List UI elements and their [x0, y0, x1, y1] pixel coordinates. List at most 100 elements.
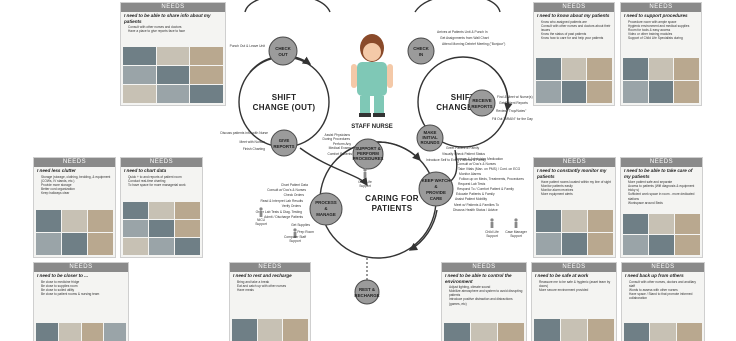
- caring-label-2: PATIENTS: [372, 204, 413, 213]
- card-photo: [536, 81, 561, 103]
- card-item: Introduce positive distraction and distr…: [449, 297, 523, 305]
- card-photo: [561, 58, 587, 80]
- node-check-in: CHECK IN: [407, 37, 435, 65]
- node-check-in-l2: IN: [419, 52, 423, 57]
- card-photo: [675, 214, 700, 234]
- shift-change-in-cycle: SHIFT CHANGE (IN): [417, 56, 513, 148]
- node-keep-watch-l1: KEEP WATCH: [422, 178, 451, 183]
- ann-support-2: Perform Any: [333, 142, 351, 146]
- card-photo: [156, 66, 190, 84]
- card-photo: [81, 323, 104, 341]
- card-photo: [675, 235, 700, 255]
- card-photo-grid: [36, 323, 126, 341]
- ann-support-4: Comfort Patients: [327, 152, 352, 156]
- card-photo-grid: [624, 323, 702, 341]
- card-photo: [88, 233, 113, 255]
- card-list: Be close to medicine fridge Be close to …: [34, 280, 128, 296]
- card-list: Quick + to and reports of patient room C…: [121, 175, 202, 187]
- card-item: Keep hallways clear: [41, 191, 112, 195]
- node-keep-watch: KEEP WATCH & PROVIDE CARE: [418, 171, 454, 207]
- support-case-manager-l1: Case Manager: [505, 230, 528, 234]
- support-child-life-2-l1: Child Life: [485, 230, 499, 234]
- card-photo: [149, 238, 174, 255]
- node-make-rounds-l3: ROUNDS: [420, 140, 439, 145]
- node-make-rounds: MAKE INITIAL ROUNDS: [416, 124, 444, 152]
- card-item: Have patient rooms located within my lin…: [541, 180, 612, 184]
- ann-check-in-0: Arrives at Patients Unit & Punch In: [437, 30, 488, 34]
- card-photo: [498, 323, 524, 341]
- card-item: Consult with other nurses and doctors ab…: [541, 24, 611, 32]
- node-rest-recharge: REST & RECHARGE: [354, 258, 380, 305]
- card-photo: [649, 214, 674, 234]
- ann-give-reports-1: Meet with Nurses: [240, 140, 266, 144]
- card-item: Know how to care for and help your patie…: [541, 36, 611, 40]
- card-item: Hygienic environment and medical supplie…: [628, 24, 698, 28]
- ann-kw-0: Prepare & Administer Medication: [455, 157, 503, 161]
- needs-card-share-info: NEEDS I need to be able to share info ab…: [120, 2, 226, 106]
- card-header: NEEDS: [230, 263, 310, 272]
- ann-process-5: Order Lab Tests & Diag. Testing: [256, 210, 303, 214]
- card-item: Consult with other nurses and doctors: [128, 25, 222, 29]
- card-item: More secure environment provided: [539, 288, 613, 292]
- card-item: Room for tools & easy access: [628, 28, 698, 32]
- card-photo: [471, 323, 497, 341]
- card-photo: [562, 233, 587, 255]
- card-photo: [534, 319, 560, 341]
- card-photo: [62, 233, 87, 255]
- ann-kw-2: Take Vitals (Man. on PMS) / Cont. on ECG: [458, 167, 521, 171]
- shift-in-label-1: SHIFT: [451, 93, 476, 102]
- card-photo: [175, 238, 200, 255]
- card-title: I need to constantly monitor my patients: [537, 168, 607, 179]
- shift-out-label-2: CHANGE (OUT): [253, 103, 316, 112]
- node-check-out: CHECK OUT: [268, 36, 298, 66]
- needs-card-be-close: NEEDS I need to be closer to ... Be clos…: [33, 262, 129, 341]
- ann-receive-reports-1: Get Patient Reports: [499, 101, 528, 105]
- annotation-give-reports: Discuss patients info. with Nurse Meet w…: [220, 131, 268, 151]
- node-check-in-l1: CHECK: [413, 46, 429, 51]
- card-photo: [190, 47, 223, 65]
- needs-card-know-patients: NEEDS I need to know about my patients K…: [533, 2, 615, 106]
- card-photo: [536, 58, 561, 80]
- card-item: Bring and take a break: [237, 280, 307, 284]
- needs-card-support-procedures: NEEDS I need to support procedures Proce…: [620, 2, 702, 106]
- card-photo: [674, 81, 699, 103]
- card-item: Have space / Stand to that promote infor…: [629, 292, 701, 300]
- ann-process-0: Chart Patient Data: [281, 183, 308, 187]
- card-header: NEEDS: [34, 263, 128, 272]
- card-title: I need back up from others: [625, 273, 684, 278]
- card-list: Consult with other nurses, doctors and a…: [622, 280, 704, 300]
- card-photo: [588, 319, 614, 341]
- support-child-life-l1: Child Life: [358, 180, 372, 184]
- card-item: Quick + to and reports of patient room: [128, 175, 199, 179]
- node-make-rounds-l2: INITIAL: [422, 135, 438, 140]
- ann-process-4: Verify Orders: [282, 204, 302, 208]
- card-list: Bring and take a break Eat and catch up …: [230, 280, 310, 292]
- card-item: Reassure me to be safe & hygienic (asset…: [539, 280, 613, 288]
- card-item: Monitor alarm receives: [541, 188, 612, 192]
- card-title: I need to be able to control the environ…: [445, 273, 512, 284]
- card-header: NEEDS: [621, 158, 702, 167]
- ann-kw-4: Follow-up on Meds, Treatments, Procedure…: [459, 177, 524, 181]
- annotation-make-rounds: Greet Patient & Family Visually Check Pa…: [426, 146, 486, 162]
- card-photo: [149, 202, 174, 219]
- node-give-reports-l1: GIVE: [279, 138, 290, 143]
- support-child-life-2: Child Life Support: [485, 218, 499, 238]
- shift-in-label-2: CHANGE (IN): [436, 103, 490, 112]
- ann-kw-6: Respond To / Comfort Patient & Family: [457, 187, 514, 191]
- card-item: Storage (storage, clothing, bedding, & e…: [41, 175, 112, 183]
- card-header: NEEDS: [532, 263, 616, 272]
- ann-kw-1: Consult w/ Doc's & Nurses: [457, 162, 496, 166]
- card-photo-grid: [534, 319, 614, 341]
- card-photo: [104, 323, 126, 341]
- card-photo: [536, 233, 561, 255]
- card-header: NEEDS: [121, 158, 202, 167]
- card-photo: [257, 319, 283, 341]
- card-header: NEEDS: [121, 3, 225, 12]
- card-item: Better cord organization: [41, 187, 112, 191]
- card-photo: [175, 220, 200, 237]
- annotation-check-out: Punch Out & Leave Unit: [230, 44, 265, 48]
- card-header: NEEDS: [621, 3, 701, 12]
- card-item: Monitor patients easily: [541, 184, 612, 188]
- card-list: Adjust lighting, climate sound Mobilize …: [442, 285, 526, 305]
